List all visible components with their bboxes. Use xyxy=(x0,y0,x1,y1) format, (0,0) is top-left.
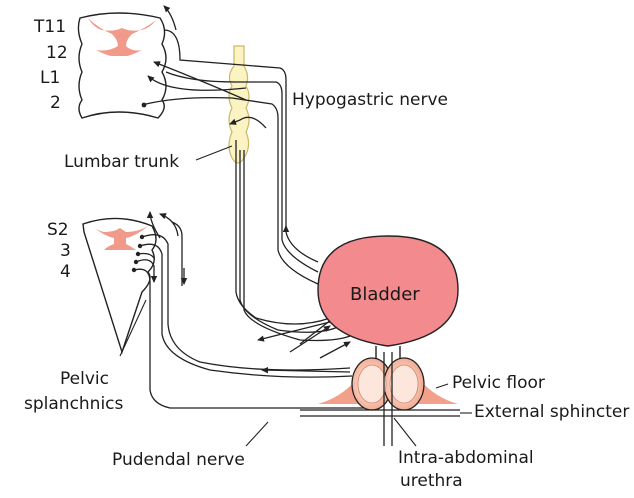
label-lumbar-trunk: Lumbar trunk xyxy=(64,154,179,171)
label-pelvic-splanchnics-line2: splanchnics xyxy=(24,396,123,413)
sacral-cord-segment xyxy=(83,218,156,352)
label-s2: S2 xyxy=(47,222,69,239)
label-12: 12 xyxy=(46,45,68,62)
label-pelvic-floor: Pelvic floor xyxy=(452,375,545,392)
label-pudendal-nerve: Pudendal nerve xyxy=(112,452,245,469)
nerve-fibres xyxy=(134,6,380,408)
urethral-sphincter xyxy=(352,358,424,410)
label-l1: L1 xyxy=(40,70,60,87)
label-intra-abdominal: Intra-abdominal xyxy=(398,450,534,467)
external-sphincter-lines xyxy=(300,410,460,416)
label-hypogastric-nerve: Hypogastric nerve xyxy=(292,92,448,109)
label-t11: T11 xyxy=(34,19,66,36)
label-3: 3 xyxy=(60,243,71,260)
label-4: 4 xyxy=(60,264,71,281)
label-external-sphincter: External sphincter xyxy=(474,404,629,421)
label-bladder: Bladder xyxy=(350,286,420,304)
label-pelvic-splanchnics-line1: Pelvic xyxy=(60,371,109,388)
label-urethra: urethra xyxy=(400,473,463,490)
label-2: 2 xyxy=(50,95,61,112)
